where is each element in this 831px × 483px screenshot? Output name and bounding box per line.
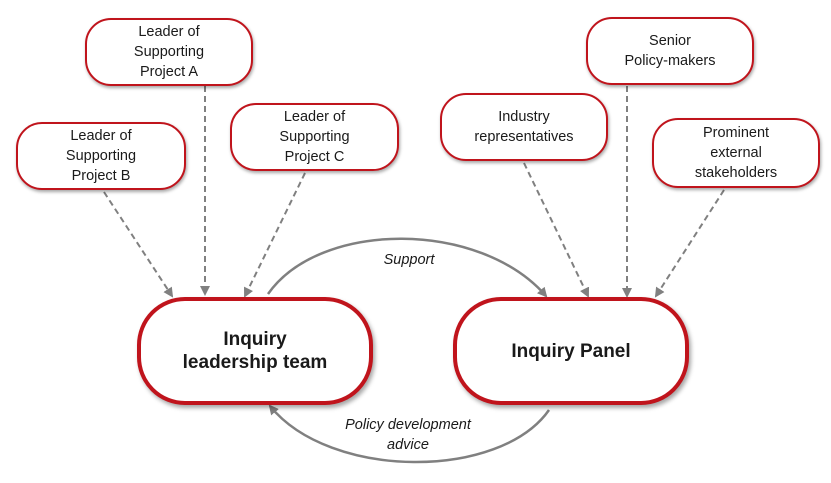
node-industry-representatives: Industry representatives [440, 93, 608, 161]
arrow-policy-advice [268, 404, 551, 464]
node-leader-project-b: Leader of Supporting Project B [16, 122, 186, 190]
label-policy-development-advice: Policy development advice [345, 417, 471, 453]
node-leader-project-c: Leader of Supporting Project C [230, 103, 399, 171]
node-senior-policy-makers: Senior Policy-makers [586, 17, 754, 85]
node-leader-project-a: Leader of Supporting Project A [85, 18, 253, 86]
node-prominent-stakeholders: Prominent external stakeholders [652, 118, 820, 188]
arrow-industry-to-panel [523, 162, 590, 298]
arrow-support [266, 237, 548, 298]
arrow-prominent-to-panel [654, 189, 725, 298]
arrow-leader-b-to-leadership [103, 191, 174, 298]
node-inquiry-leadership-team: Inquiry leadership team [137, 297, 373, 405]
node-inquiry-panel: Inquiry Panel [453, 297, 689, 405]
arrow-leader-c-to-leadership [244, 172, 306, 298]
label-support: Support [383, 252, 435, 268]
